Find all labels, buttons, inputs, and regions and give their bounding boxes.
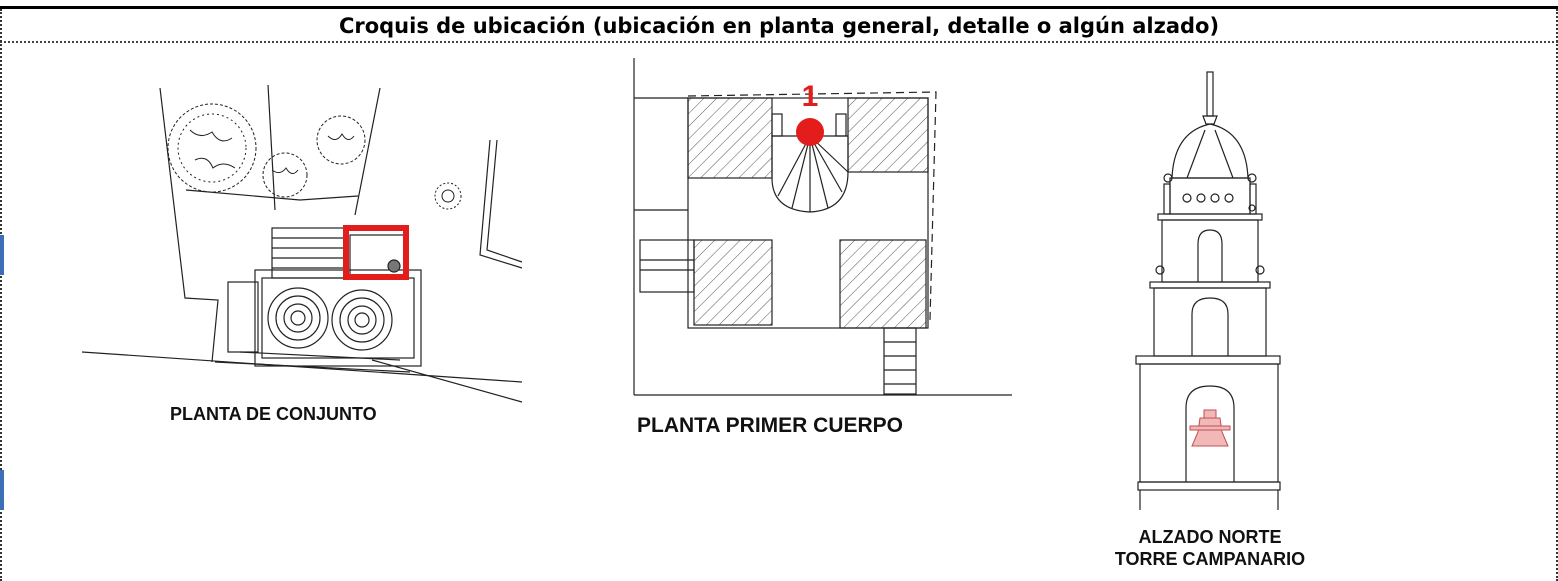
tree-symbol [262,152,308,198]
elevation-caption: ALZADO NORTE TORRE CAMPANARIO [1090,526,1330,570]
highlight-box [343,225,409,280]
elevation-caption-line1: ALZADO NORTE [1138,527,1282,547]
bell-tower-elevation [1135,71,1281,510]
site-plan-drawing [81,84,523,403]
first-level-plan-caption: PLANTA PRIMER CUERPO [637,414,904,437]
church-building [214,227,422,373]
spiral-stair [771,113,849,213]
top-border-rule [0,6,1558,9]
lot-boundary [185,189,359,201]
lot-boundary [354,87,381,216]
lot-boundary [267,84,276,211]
location-marker [796,118,824,146]
tree-symbol [167,103,257,193]
tree-symbol [434,182,462,210]
first-level-plan-drawing [633,58,1012,396]
dome-plan [331,289,393,351]
lot-boundary [486,139,523,263]
side-openings [639,239,917,395]
marker-number: 1 [802,80,819,113]
site-plan-caption: PLANTA DE CONJUNTO [170,404,377,424]
gutter-marker [0,470,4,510]
tower-marker [387,259,401,273]
section-header: Croquis de ubicación (ubicación en plant… [0,9,1558,43]
lot-boundary [479,139,523,269]
left-dotted-border [0,9,4,581]
elevation-caption-line2: TORRE CAMPANARIO [1114,549,1306,569]
lot-boundary [159,87,219,363]
section-title: Croquis de ubicación (ubicación en plant… [338,14,1220,38]
dome-plan [267,287,329,349]
tree-symbol [316,115,366,165]
street-line [371,359,523,403]
gutter-marker [0,235,4,275]
right-dotted-border [1555,9,1558,581]
bell-icon [1189,409,1231,447]
